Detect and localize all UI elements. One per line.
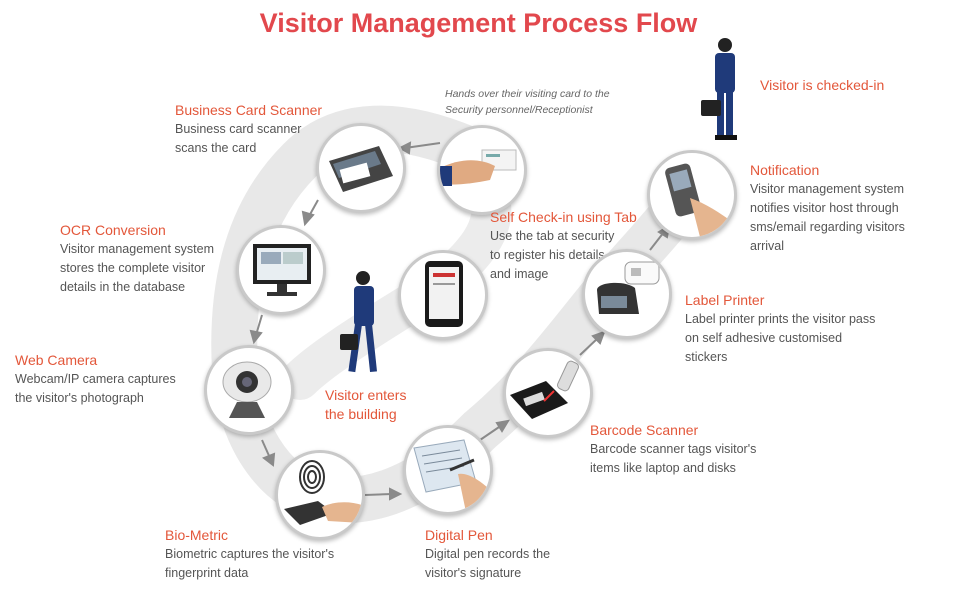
self-checkin-title: Self Check-in using Tab [490, 209, 637, 225]
web-camera-title: Web Camera [15, 352, 98, 368]
label-printer-label: Label Printer Label printer prints the v… [685, 291, 905, 367]
page-title: Visitor Management Process Flow [259, 8, 698, 38]
business-card-scanner-node [316, 123, 406, 213]
visiting-card-node [437, 125, 527, 215]
biometric-desc-line: fingerprint data [165, 566, 249, 580]
fingerprint-icon [284, 460, 362, 525]
digital-pen-node [403, 425, 493, 515]
label-printer-title: Label Printer [685, 292, 765, 308]
business-card-label: Business Card Scanner Business card scan… [175, 101, 355, 158]
biometric-node [275, 450, 365, 540]
web-camera-desc-line: the visitor's photograph [15, 391, 144, 405]
visitor-checked-in-icon [701, 38, 737, 140]
printer-icon [597, 261, 660, 314]
digital-pen-desc-line: Digital pen records the [425, 547, 551, 561]
visitor-enters-label: Visitor enters the building [325, 386, 445, 424]
barcode-scanner-label: Barcode Scanner Barcode scanner tags vis… [590, 421, 790, 478]
digital-pen-desc-line: visitor's signature [425, 566, 522, 580]
ocr-label: OCR Conversion Visitor management system… [60, 221, 240, 297]
notification-desc-line: Visitor management system [750, 182, 904, 196]
self-checkin-desc-line: and image [490, 267, 549, 281]
webcam-icon [222, 361, 272, 418]
ocr-desc-line: stores the complete visitor [60, 261, 206, 275]
barcode-scanner-node [503, 348, 593, 438]
checked-in-title: Visitor is checked-in [760, 77, 885, 93]
biometric-label: Bio-Metric Biometric captures the visito… [165, 526, 365, 583]
notification-desc-line: arrival [750, 239, 785, 253]
notification-desc-line: notifies visitor host through [750, 201, 899, 215]
self-checkin-desc-line: Use the tab at security [490, 229, 615, 243]
barcode-title: Barcode Scanner [590, 422, 699, 438]
business-card-desc-line: Business card scanner [175, 122, 302, 136]
ocr-conversion-node [236, 225, 326, 315]
ocr-title: OCR Conversion [60, 222, 166, 238]
web-camera-node [204, 345, 294, 435]
ocr-desc-line: Visitor management system [60, 242, 214, 256]
notification-label: Notification Visitor management system n… [750, 161, 950, 256]
biometric-title: Bio-Metric [165, 527, 229, 543]
label-printer-desc-line: Label printer prints the visitor pass [685, 312, 876, 326]
self-checkin-desc-line: to register his details [490, 248, 605, 262]
notification-node [647, 150, 737, 240]
visitor-enters-title-line: Visitor enters [325, 387, 407, 403]
visiting-card-note: Hands over their visiting card to the Se… [445, 88, 610, 116]
tablet-icon [425, 261, 463, 327]
barcode-desc-line: items like laptop and disks [590, 461, 736, 475]
label-printer-node [582, 249, 672, 339]
web-camera-desc-line: Webcam/IP camera captures [15, 372, 176, 386]
arrow-icon [404, 142, 441, 149]
hand-card-icon [440, 149, 517, 186]
digital-pen-label: Digital Pen Digital pen records the visi… [425, 526, 605, 583]
business-card-desc-line: scans the card [175, 141, 257, 155]
biometric-desc-line: Biometric captures the visitor's [165, 547, 335, 561]
self-checkin-node [398, 250, 488, 340]
web-camera-label: Web Camera Webcam/IP camera captures the… [15, 351, 205, 408]
digital-pen-title: Digital Pen [425, 527, 493, 543]
business-card-title: Business Card Scanner [175, 102, 323, 118]
visitor-enters-title-line: the building [325, 406, 397, 422]
self-checkin-label: Self Check-in using Tab Use the tab at s… [490, 208, 670, 284]
ocr-desc-line: details in the database [60, 280, 186, 294]
label-printer-desc-line: on self adhesive customised [685, 331, 843, 345]
barcode-desc-line: Barcode scanner tags visitor's [590, 442, 757, 456]
phone-icon [665, 163, 734, 237]
visitor-entering-icon [340, 271, 377, 373]
digital-pen-icon [413, 439, 490, 512]
monitor-icon [253, 244, 311, 296]
notification-title: Notification [750, 162, 820, 178]
checked-in-label: Visitor is checked-in [760, 76, 884, 95]
card-scanner-icon [329, 146, 393, 192]
label-printer-desc-line: stickers [685, 350, 728, 364]
barcode-scanner-icon [510, 360, 579, 419]
notification-desc-line: sms/email regarding visitors [750, 220, 905, 234]
